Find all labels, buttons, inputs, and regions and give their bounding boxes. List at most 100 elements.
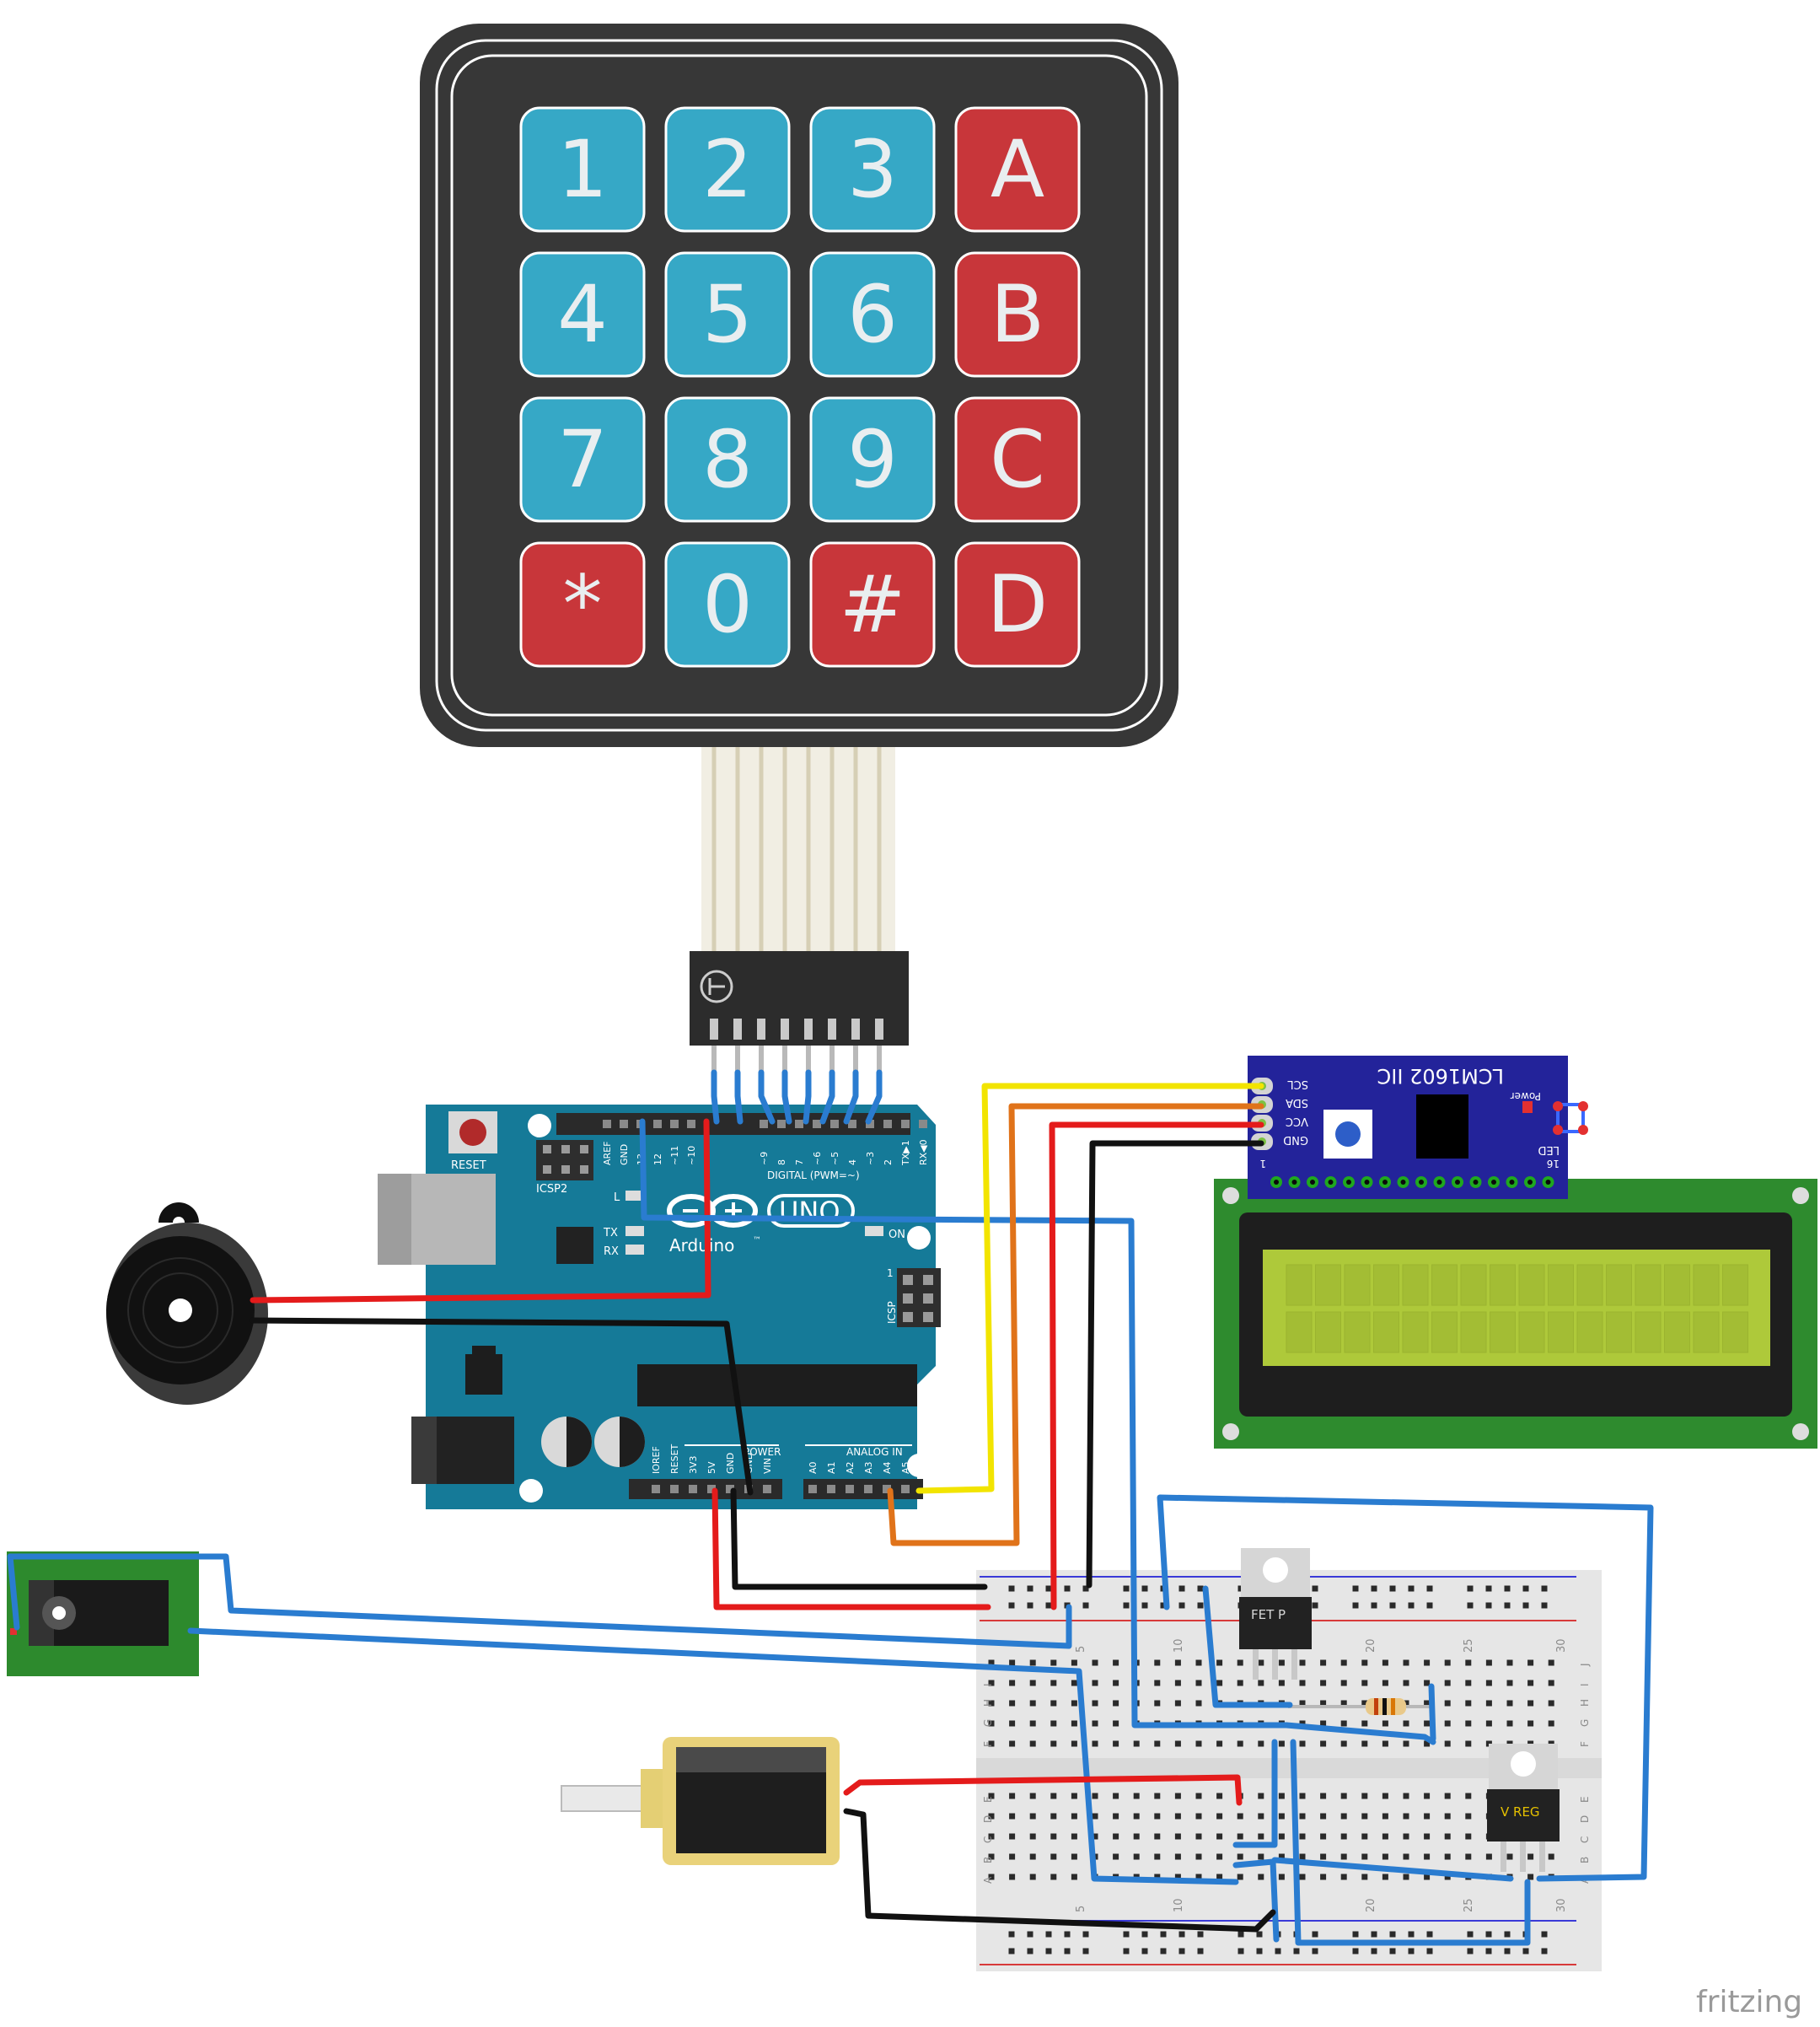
keypad-key-D[interactable]: D [954,541,1081,668]
i2c-pin-label-sda: SDA [1286,1096,1308,1109]
lcd-display [1214,1179,1817,1449]
power-label: POWER [744,1446,781,1458]
keypad-key-label: * [563,559,603,651]
mosfet-label: FET P [1251,1607,1286,1622]
keypad-key-1[interactable]: 1 [519,106,646,233]
keypad-key-label: D [987,559,1048,651]
voltage-regulator: V REG [1487,1744,1560,1872]
power-pin-label: 3V3 [688,1455,699,1474]
digital-pin-label: ~9 [759,1152,770,1165]
keypad-key-*[interactable]: * [519,541,646,668]
breadboard-row-letter: E [982,1796,994,1803]
keypad-key-label: 9 [847,414,898,506]
i2c-pin-label-vcc: VCC [1286,1115,1308,1127]
led-l-label: L [614,1191,620,1204]
i2c-title: LCM1602 IIC [1377,1064,1504,1088]
i2c-led-label: LED [1538,1143,1560,1156]
breadboard-col-number: 5 [1075,1906,1087,1912]
keypad-key-8[interactable]: 8 [664,396,791,523]
keypad-key-label: 6 [847,269,898,361]
keypad-key-B[interactable]: B [954,251,1081,378]
keypad-key-label: # [840,559,906,651]
breadboard-col-number: 5 [1075,1646,1087,1653]
digital-pin-label: 8 [776,1159,787,1165]
arduino-brand: Arduino [669,1235,734,1255]
breadboard-row-letter: C [1579,1836,1591,1843]
arduino-logo-icon [667,1194,758,1228]
resistor [1288,1698,1430,1715]
keypad-key-9[interactable]: 9 [809,396,936,523]
breadboard-row-letter: H [982,1699,994,1707]
breadboard-row-letter: I [982,1683,994,1686]
power-pin-label: VIN [762,1458,773,1474]
tx-label: TX [603,1227,618,1239]
keypad-key-label: 7 [557,414,608,506]
atmega-chip [637,1364,917,1406]
keypad-key-label: 0 [702,559,753,651]
power-pin-label: 5V [706,1461,717,1474]
analog-pin-label: A0 [808,1461,819,1474]
analog-pin-label: A5 [900,1461,911,1474]
breadboard-row-letter: A [982,1876,994,1884]
digital-pin-label: ~5 [829,1152,840,1165]
keypad-key-C[interactable]: C [954,396,1081,523]
digital-pin-label: ~3 [865,1152,876,1165]
keypad-ribbon-cable [701,742,895,953]
keypad-key-0[interactable]: 0 [664,541,791,668]
breadboard-col-number: 25 [1463,1898,1475,1912]
digital-label: DIGITAL (PWM=~) [767,1169,860,1181]
digital-pin-label: 4 [847,1159,858,1165]
digital-pin-label: 12 [652,1153,663,1165]
icsp-label: ICSP [886,1301,898,1324]
keypad-key-label: 2 [702,124,753,216]
solenoid-lock [561,1737,840,1865]
breadboard-col-number: 30 [1555,1638,1568,1653]
breadboard-col-number: 10 [1173,1898,1185,1912]
breadboard-row-letter: J [1579,1663,1591,1667]
keypad-key-3[interactable]: 3 [809,106,936,233]
arduino-model: UNO [779,1196,840,1228]
reset-label: RESET [451,1159,486,1172]
breadboard-col-number: 10 [1173,1638,1185,1653]
analog-pin-label: A1 [826,1461,837,1474]
breadboard-row-letter: F [982,1741,994,1747]
keypad-key-label: 4 [557,269,608,361]
wires [7,1069,1654,1946]
capacitors [541,1417,645,1467]
breadboard-row-letter: D [982,1815,994,1823]
i2c-chip [1416,1094,1468,1159]
i2c-pin-label-scl: SCL [1287,1078,1308,1090]
keypad-key-#[interactable]: # [809,541,936,668]
digital-pin-label: GND [619,1144,630,1165]
keypad-key-2[interactable]: 2 [664,106,791,233]
breadboard-col-number: 20 [1365,1898,1377,1912]
keypad-key-7[interactable]: 7 [519,396,646,523]
keypad-connector [690,951,909,1073]
digital-pin-label: ~6 [812,1152,823,1165]
breadboard-row-letter: C [982,1836,994,1843]
keypad-key-label: C [990,414,1045,506]
power-pin-label: GND [725,1453,736,1474]
digital-pin-label: TX▶1 [900,1140,911,1166]
keypad-key-5[interactable]: 5 [664,251,791,378]
p-mosfet: FET P [1239,1548,1312,1680]
keypad-key-6[interactable]: 6 [809,251,936,378]
breadboard-col-number: 20 [1365,1638,1377,1653]
breadboard-col-number: 30 [1555,1898,1568,1912]
analog-pin-label: A2 [845,1461,856,1474]
keypad-key-A[interactable]: A [954,106,1081,233]
breadboard-row-letter: B [1579,1857,1591,1863]
arduino-trademark: ™ [753,1236,761,1245]
breadboard-row-letter: G [982,1719,994,1727]
keypad-key-label: B [991,269,1045,361]
rx-label: RX [604,1245,619,1258]
i2c-pin-label-gnd: GND [1283,1133,1308,1146]
keypad-key-4[interactable]: 4 [519,251,646,378]
